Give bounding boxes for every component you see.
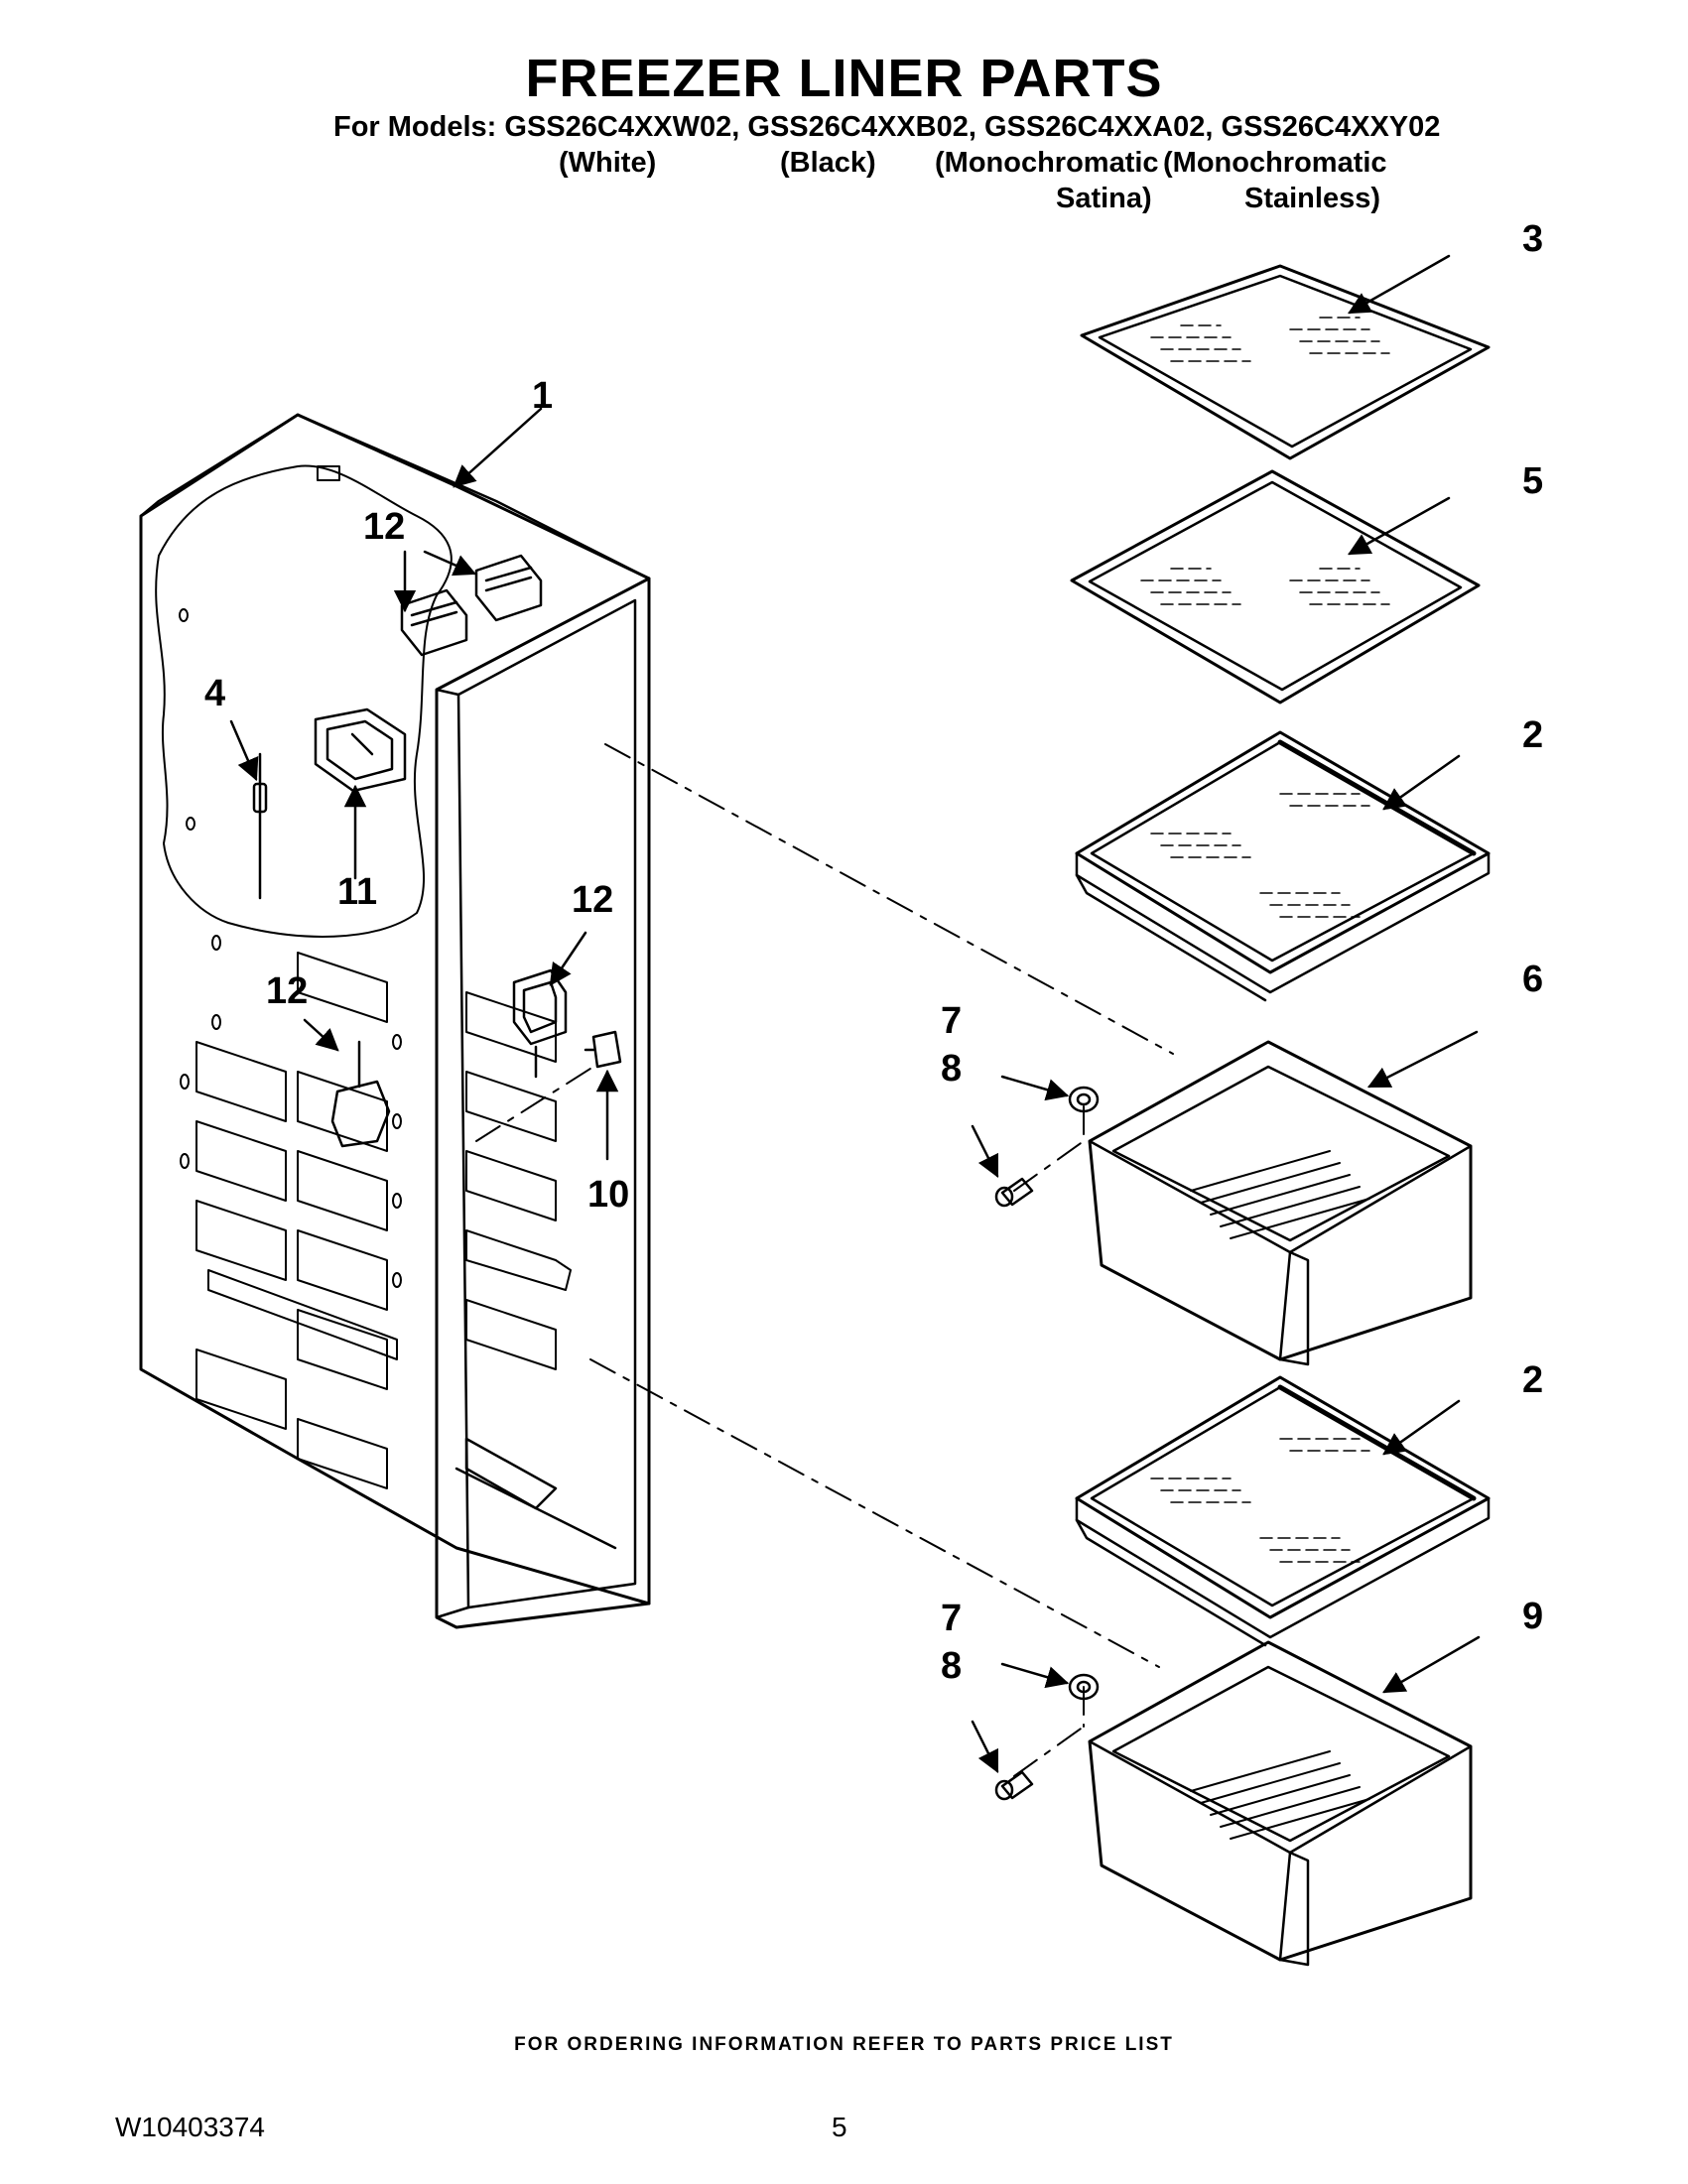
leader-7-upper [1000, 1075, 1070, 1101]
part-10-switch [584, 1030, 622, 1069]
part-9-bin-lower [1088, 1640, 1473, 1967]
leader-5 [1348, 496, 1451, 556]
callout-1: 1 [532, 375, 554, 417]
part-11-duct [314, 707, 407, 793]
part-6-bin-upper [1088, 1040, 1473, 1366]
callout-8-upper: 8 [941, 1048, 963, 1090]
part-12-harness-right [512, 968, 568, 1079]
leader-9 [1382, 1635, 1481, 1694]
callout-8-lower: 8 [941, 1645, 963, 1687]
part-8-screw-upper [994, 1177, 1034, 1208]
callout-9: 9 [1522, 1596, 1544, 1637]
page-number: 5 [832, 2112, 847, 2142]
leader-4 [229, 719, 259, 782]
leader-2-lower [1382, 1399, 1461, 1456]
callout-2-lower: 2 [1522, 1359, 1544, 1401]
leader-12-left [303, 1018, 339, 1052]
part-7-roller-lower [1068, 1673, 1100, 1701]
part-12-harness-top [400, 554, 543, 657]
part-3-glass-shelf [1080, 264, 1491, 460]
leader-1 [453, 407, 543, 488]
leader-2-upper [1382, 754, 1461, 811]
document-number: W10403374 [115, 2112, 266, 2142]
variant-mono-satina-1: (Monochromatic [935, 147, 1159, 179]
callout-11: 11 [337, 871, 378, 913]
projection-lines [475, 743, 1174, 1777]
callout-3: 3 [1522, 218, 1544, 260]
variant-mono-stainless-2: Stainless) [1244, 183, 1380, 214]
leader-6 [1366, 1030, 1479, 1089]
leader-7-lower [1000, 1662, 1070, 1689]
part-2-shelf-upper [1075, 730, 1491, 1002]
callout-12-right: 12 [572, 879, 614, 921]
leader-12-right [549, 931, 587, 986]
variant-mono-satina-2: Satina) [1056, 183, 1152, 214]
freezer-liner [139, 413, 651, 1629]
callout-4: 4 [204, 673, 226, 714]
leader-3 [1348, 254, 1451, 315]
part-8-screw-lower [994, 1770, 1034, 1801]
callout-12-top: 12 [363, 506, 406, 548]
leader-arrows [229, 254, 1481, 1774]
callout-12-left: 12 [266, 970, 309, 1012]
page-title: FREEZER LINER PARTS [525, 49, 1163, 108]
part-4-sensor [252, 752, 268, 900]
leader-12-top-b [423, 550, 477, 577]
callout-7-lower: 7 [941, 1598, 963, 1639]
part-5-glass-shelf [1070, 469, 1481, 705]
callout-5: 5 [1522, 460, 1544, 502]
part-12-harness-left [330, 1040, 391, 1148]
callout-10: 10 [587, 1174, 630, 1216]
callout-6: 6 [1522, 959, 1544, 1000]
variant-white: (White) [559, 147, 657, 179]
leader-8-lower [971, 1720, 999, 1774]
part-2-shelf-lower [1075, 1375, 1491, 1647]
variant-black: (Black) [780, 147, 876, 179]
callout-7-upper: 7 [941, 1000, 963, 1042]
variant-mono-stainless-1: (Monochromatic [1163, 147, 1387, 179]
models-line: For Models: GSS26C4XXW02, GSS26C4XXB02, … [333, 111, 1441, 143]
ordering-note: FOR ORDERING INFORMATION REFER TO PARTS … [514, 2034, 1174, 2055]
part-7-roller-upper [1068, 1086, 1100, 1113]
callout-2-upper: 2 [1522, 714, 1544, 756]
leader-8-upper [971, 1124, 999, 1179]
